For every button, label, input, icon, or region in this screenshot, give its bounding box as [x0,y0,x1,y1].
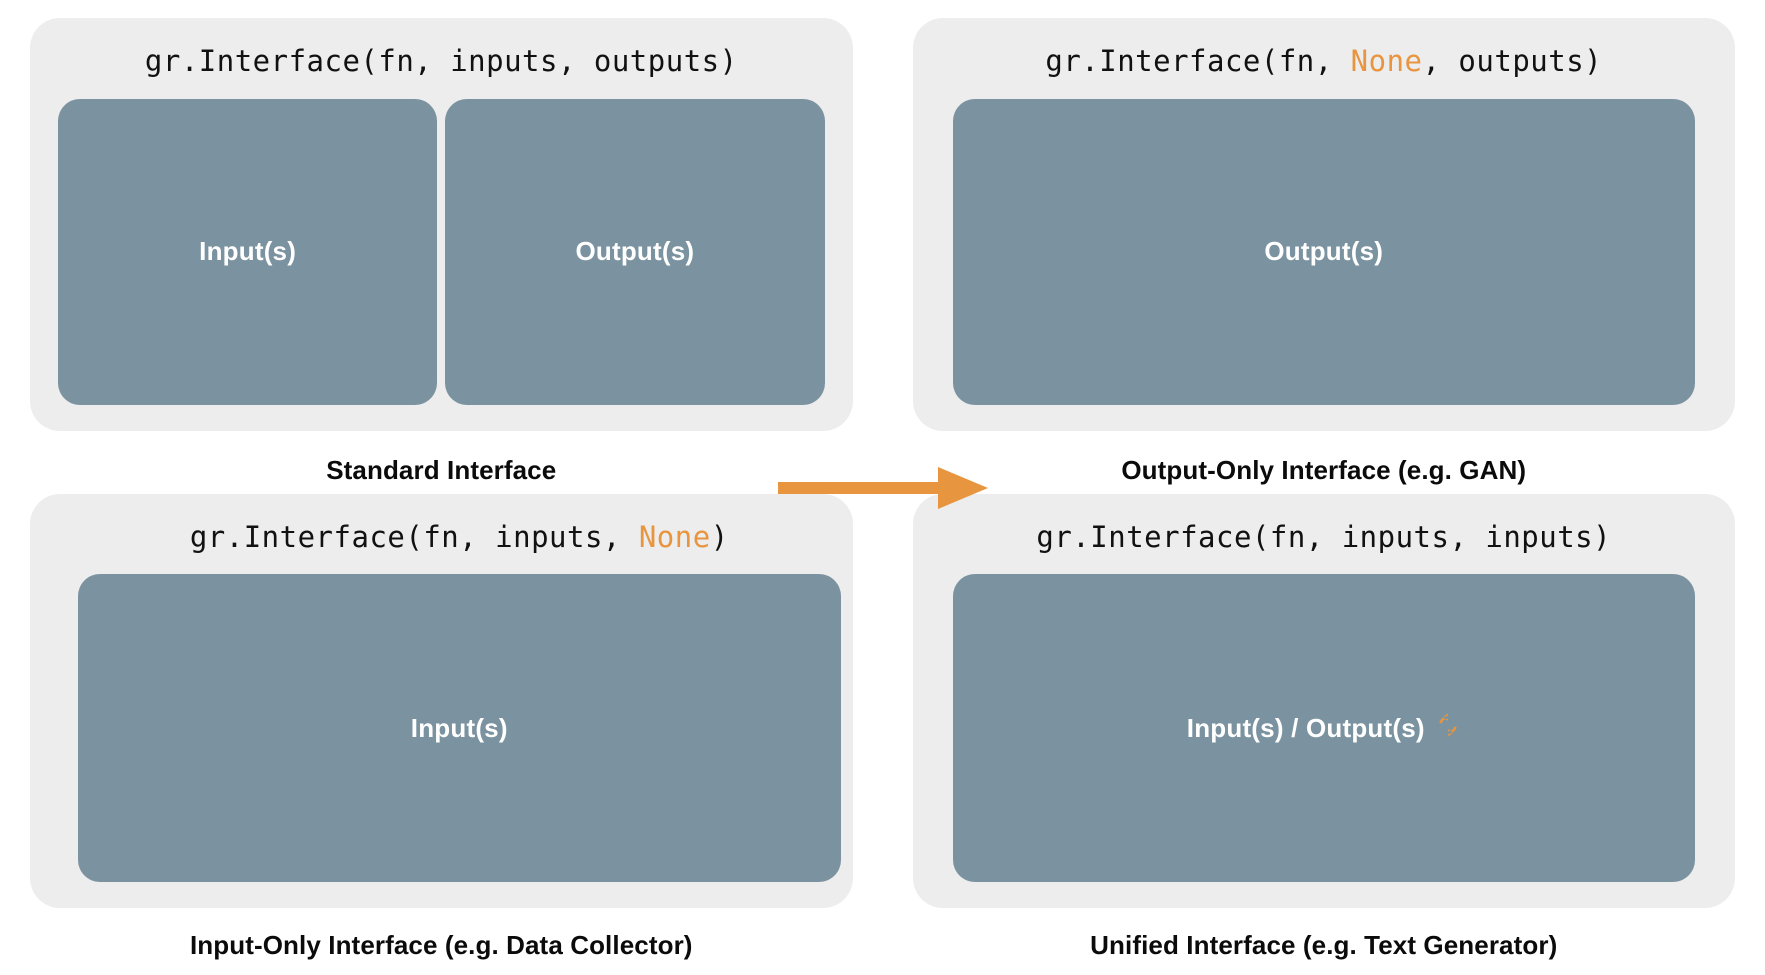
panel-input-only-interface: gr.Interface(fn, inputs, None) Input(s) … [30,493,853,962]
output-box: Output(s) [445,98,825,405]
code-token-none: None [1350,44,1423,78]
panel-body-input-only: gr.Interface(fn, inputs, None) Input(s) [30,493,853,908]
code-text-before: gr.Interface(fn, [1045,44,1351,78]
input-output-text: Input(s) / Output(s) [1186,712,1425,743]
code-signature-unified: gr.Interface(fn, inputs, inputs) [1036,520,1611,555]
panel-body-output-only: gr.Interface(fn, None, outputs) Output(s… [912,18,1735,431]
input-output-box-label: Input(s) / Output(s) [1187,712,1461,745]
input-output-box: Input(s) / Output(s) [952,574,1695,882]
code-signature-standard: gr.Interface(fn, inputs, outputs) [145,44,738,79]
caption-input-only: Input-Only Interface (e.g. Data Collecto… [189,930,693,960]
input-box-label: Input(s) [199,236,297,267]
caption-output-only: Output-Only Interface (e.g. GAN) [1121,454,1527,485]
caption-standard: Standard Interface [326,454,557,485]
panel-body-standard: gr.Interface(fn, inputs, outputs) Input(… [30,18,988,509]
panel-output-only-interface: gr.Interface(fn, None, outputs) Output(s… [912,18,1735,486]
code-text-after: , outputs) [1422,44,1603,78]
input-box-label: Input(s) [410,712,508,743]
code-text: gr.Interface(fn, inputs, outputs) [144,44,738,78]
input-box: Input(s) [58,98,438,405]
code-token-none: None [638,519,711,554]
boxes-row-input-only: Input(s) [78,574,841,882]
output-box: Output(s) [952,98,1695,405]
panel-unified-interface: gr.Interface(fn, inputs, inputs) Input(s… [912,493,1735,962]
code-signature-output-only: gr.Interface(fn, None, outputs) [1045,44,1602,79]
panel-body-unified: gr.Interface(fn, inputs, inputs) Input(s… [912,493,1735,908]
code-signature-input-only: gr.Interface(fn, inputs, None) [190,520,729,555]
output-box-label: Output(s) [1264,236,1384,267]
boxes-row-output-only: Output(s) [952,98,1695,405]
input-box: Input(s) [78,574,841,882]
caption-unified: Unified Interface (e.g. Text Generator) [1090,930,1558,960]
output-box-label: Output(s) [575,236,695,267]
cycle-refresh-icon [1435,712,1461,745]
code-text-after: ) [710,519,729,554]
boxes-row-unified: Input(s) / Output(s) [952,574,1695,882]
code-text: gr.Interface(fn, inputs, inputs) [1036,519,1612,554]
panel-standard-interface: gr.Interface(fn, inputs, outputs) Input(… [30,18,988,509]
boxes-row-standard: Input(s) Output(s) [58,98,988,509]
code-text-before: gr.Interface(fn, inputs, [189,519,639,554]
